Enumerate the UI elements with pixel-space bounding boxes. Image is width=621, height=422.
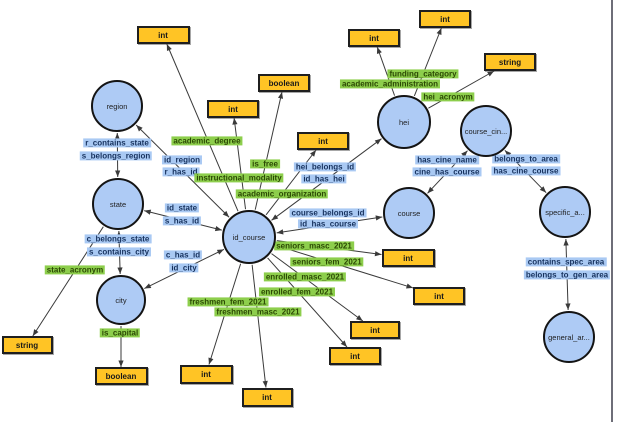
edge-id_course-t_int_12 [208,263,242,365]
edge-id_course-t_int_11 [267,257,348,348]
edge-arrowhead [144,283,152,289]
edge-arrowhead [374,138,382,145]
edge-region-id_course [135,124,230,218]
edge-arrowhead [406,283,413,289]
edge-state-id_course [144,210,222,231]
edge-arrowhead [118,360,124,367]
edge-city-id_course [144,248,225,289]
edge-id_course-t_int_9 [275,244,414,289]
edge-arrowhead [262,380,268,388]
window-right-border [611,0,613,422]
edge-arrowhead [376,47,382,54]
edge-arrowhead [115,170,121,178]
edge-arrowhead [166,44,172,51]
edge-id_course-t_int_7 [265,149,317,216]
edge-arrowhead [436,28,442,36]
edge-id_course-t_int_10 [271,253,364,322]
edge-id_course-t_boolean_5 [254,91,283,210]
edge-arrowhead [32,329,39,336]
edge-course_cine-specific_a [504,149,547,194]
edge-arrowhead [117,267,123,275]
edge-course-course_cine [427,150,468,194]
edge-hei-t_int_2 [376,46,396,96]
edge-id_course-t_int_13 [251,264,267,388]
edge-arrowhead [565,303,571,311]
edge-id_course-t_int_6 [233,117,247,210]
edge-arrowhead [114,132,120,140]
edge-course-id_course [276,216,383,234]
edge-arrowhead [375,215,383,221]
edge-hei-t_string_4 [428,70,495,109]
edge-id_course-t_int_8 [276,240,382,255]
edge-arrowhead [277,92,284,99]
edge-arrowhead [271,214,279,221]
edge-arrowhead [232,118,238,125]
edge-arrowhead [276,229,284,235]
edge-state-t_string_14 [32,226,104,337]
edge-arrowhead [144,209,152,215]
edge-arrowhead [116,230,122,238]
edge-arrowhead [487,71,495,77]
edge-arrowhead [563,238,569,246]
edge-specific_a-general_ar [565,238,569,311]
edge-hei-t_int_3 [413,27,442,97]
edge-arrowhead [356,315,363,321]
edge-arrowhead [340,340,347,347]
edge-hei-id_course [271,138,382,221]
edge-id_course-t_int_1 [166,43,239,212]
edge-arrowhead [310,150,317,157]
edge-arrowhead [214,226,222,232]
edge-arrowhead [208,357,214,365]
edge-arrowhead [216,249,224,255]
edge-arrowhead [374,251,382,257]
